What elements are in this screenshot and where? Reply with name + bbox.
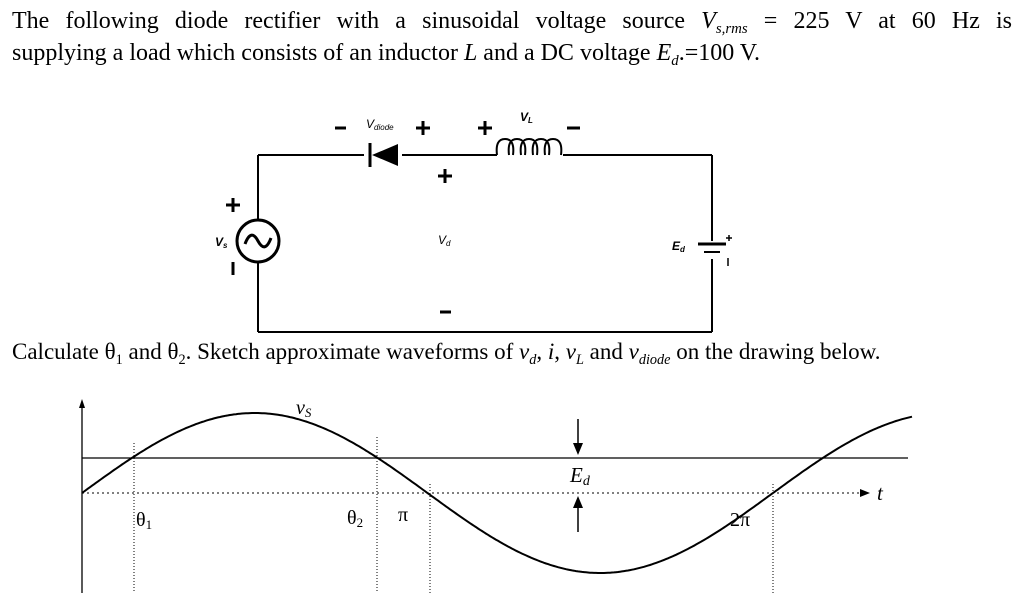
problem-text: .=100 V. — [678, 40, 761, 66]
sine-icon — [243, 233, 273, 249]
instruction-text: , — [536, 339, 548, 364]
inductor-variable: L — [463, 40, 478, 66]
vdiode-var: v — [628, 339, 639, 364]
problem-line-1: The following diode rectifier with a sin… — [12, 6, 1012, 39]
battery-symbol — [696, 242, 729, 266]
instruction-text: on the drawing below. — [670, 339, 881, 364]
circuit-diagram — [257, 154, 713, 333]
vs-waveform — [81, 412, 913, 574]
theta1-sub: 1 — [115, 351, 123, 368]
waveform-plot: vS Ed t θ1 θ2 π 2π — [79, 397, 913, 593]
inductor-coils — [495, 137, 563, 156]
vd-var-sub: d — [529, 351, 537, 368]
theta1-label: θ1 — [136, 509, 152, 532]
instruction-text: Calculate θ — [12, 339, 116, 364]
instruction-text: . Sketch approximate waveforms of — [185, 339, 520, 364]
diode-symbol — [364, 143, 402, 167]
ed-subscript: d — [671, 53, 679, 70]
vs-circuit-label: Vs — [215, 235, 228, 250]
inductor-symbol — [495, 128, 563, 158]
problem-text: The following diode rectifier with a sin… — [12, 8, 702, 34]
vl-var-sub: L — [575, 351, 584, 368]
instruction-line: Calculate θ1 and θ2. Sketch approximate … — [12, 338, 880, 370]
problem-text: supplying a load which consists of an in… — [12, 40, 464, 66]
vd-var: v — [519, 339, 530, 364]
problem-line-2: supplying a load which consists of an in… — [12, 38, 760, 71]
ed-circuit-label: Ed — [672, 239, 686, 254]
battery-plus — [726, 235, 732, 241]
y-axis-arrow — [79, 399, 85, 408]
ed-arrow-up-head — [573, 496, 583, 508]
instruction-text: and — [583, 339, 629, 364]
theta2-label: θ2 — [347, 507, 363, 530]
problem-text: and a DC voltage — [477, 40, 657, 66]
vd-label: Vd — [438, 233, 451, 248]
vs-wave-label: vS — [296, 397, 312, 420]
time-axis-arrow — [860, 489, 870, 497]
vs-variable: V — [701, 8, 716, 34]
i-var: i — [547, 339, 555, 364]
theta2-sub: 2 — [178, 351, 186, 368]
vl-var: v — [565, 339, 576, 364]
instruction-text: , — [554, 339, 566, 364]
ed-variable: E — [656, 40, 672, 66]
instruction-text: and θ — [122, 339, 179, 364]
ed-wave-label: Ed — [569, 463, 591, 489]
diode-triangle — [372, 144, 398, 166]
vl-label: VL — [520, 110, 533, 125]
ed-arrow-down-head — [573, 443, 583, 455]
problem-text: = 225 V at 60 Hz is — [747, 8, 1012, 34]
pi-label: π — [398, 504, 408, 526]
two-pi-label: 2π — [730, 509, 750, 531]
polarity-marks — [226, 121, 580, 314]
ac-source-symbol — [235, 218, 281, 264]
vs-subscript: s,rms — [715, 21, 748, 38]
vdiode-var-sub: diode — [638, 351, 671, 368]
vdiode-label: Vdiode — [366, 117, 394, 132]
t-axis-label: t — [877, 481, 884, 505]
